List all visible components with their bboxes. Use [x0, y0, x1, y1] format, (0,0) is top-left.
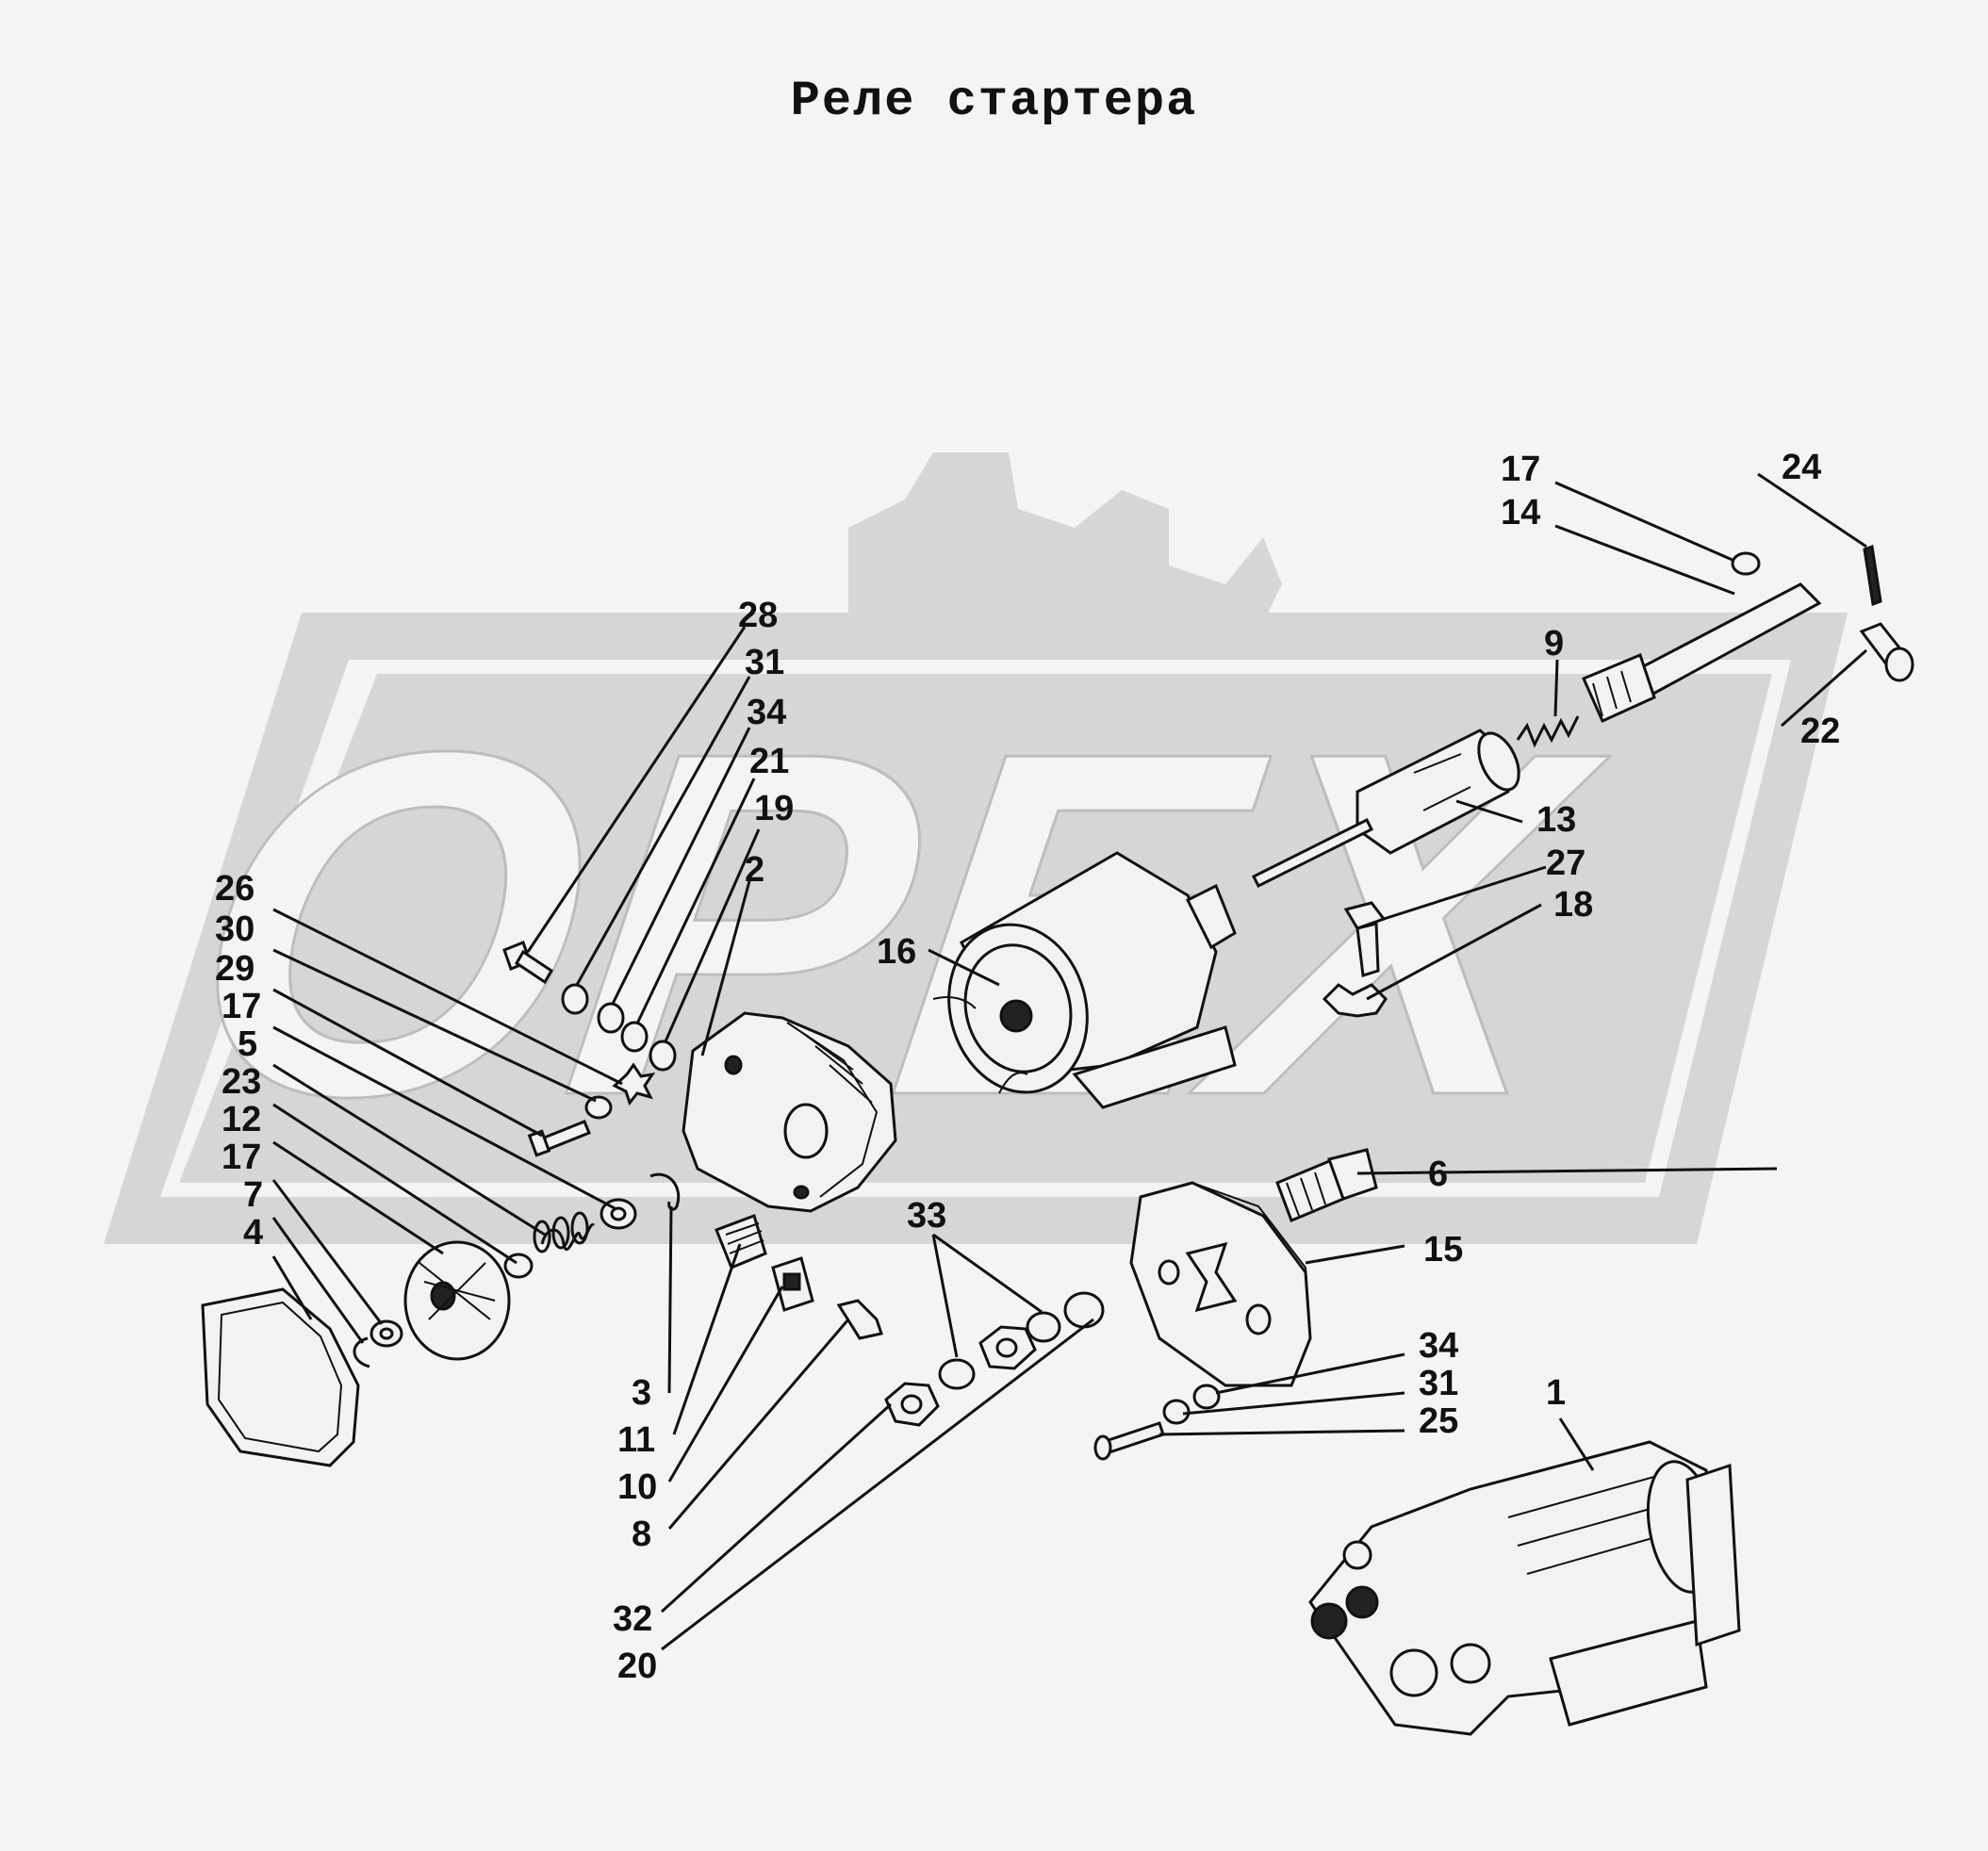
leader-lines	[271, 472, 1867, 1651]
washer-part-34a	[597, 1002, 625, 1034]
bolt-part-27	[1343, 901, 1387, 977]
rod-part-14	[1582, 582, 1822, 723]
callout-28: 28	[738, 596, 778, 635]
ring-part-3	[649, 1172, 681, 1211]
callout-27: 27	[1546, 844, 1585, 883]
pin-part-8	[836, 1299, 883, 1340]
clip-part-7	[353, 1336, 370, 1368]
housing-part-2	[682, 1011, 897, 1213]
washer-part-20	[1063, 1291, 1105, 1329]
callout-21: 21	[749, 742, 789, 781]
washer-part-33b	[1026, 1311, 1061, 1343]
spring-part-5	[533, 1211, 596, 1253]
callout-9: 9	[1544, 624, 1564, 663]
callout-3: 3	[632, 1373, 651, 1413]
nut-part-32	[884, 1382, 940, 1427]
page-title: Реле стартера	[790, 74, 1198, 129]
axle-part-22	[1859, 622, 1914, 682]
pin-part-24	[1863, 544, 1882, 607]
callout-25: 25	[1419, 1401, 1458, 1441]
callout-13: 13	[1536, 800, 1576, 840]
callout-11: 11	[617, 1420, 655, 1460]
callout-30: 30	[215, 909, 255, 949]
callout-15: 15	[1423, 1230, 1463, 1269]
bolt-part-29	[527, 1120, 591, 1157]
callout-14: 14	[1501, 493, 1540, 532]
plate-part-11	[715, 1214, 767, 1269]
callout-22: 22	[1800, 712, 1840, 751]
callout-20: 20	[617, 1646, 657, 1686]
washer-part-17	[370, 1319, 403, 1348]
gasket-part-4	[201, 1287, 360, 1467]
coil-part-16	[932, 851, 1237, 1109]
callout-1: 1	[1546, 1373, 1566, 1413]
callout-34-b: 34	[1419, 1326, 1458, 1366]
callout-26: 26	[215, 869, 255, 909]
plunger-part-13	[1251, 729, 1520, 889]
nut-part-32b	[978, 1325, 1037, 1370]
cover-part-15	[1129, 1181, 1312, 1387]
callout-10: 10	[617, 1467, 657, 1507]
callout-12: 12	[222, 1100, 261, 1139]
callout-17: 17	[222, 987, 261, 1026]
star-washer-part-18	[1322, 983, 1388, 1018]
spring-part-9	[1516, 715, 1580, 748]
callout-8: 8	[632, 1515, 651, 1554]
disc-part-12	[403, 1240, 511, 1361]
callout-31: 31	[745, 643, 784, 682]
callout-16: 16	[877, 932, 916, 972]
washer-part-17c	[1731, 551, 1761, 576]
washer-part-31b	[1162, 1399, 1191, 1425]
callout-33: 33	[907, 1196, 946, 1236]
washer-part-21	[620, 1021, 649, 1053]
washer-part-33a	[938, 1358, 976, 1390]
callout-5: 5	[238, 1024, 257, 1064]
gear-icon	[848, 452, 1282, 641]
relay-assembly-part-1	[1308, 1440, 1741, 1736]
callout-4: 4	[243, 1213, 263, 1253]
washer-part-34b	[1192, 1384, 1221, 1410]
bolt-part-6	[1275, 1148, 1378, 1222]
callout-2: 2	[745, 850, 764, 890]
callout-7: 7	[243, 1175, 263, 1215]
callout-17-b: 17	[222, 1138, 261, 1177]
callout-6: 6	[1428, 1155, 1448, 1194]
bolt-part-28	[502, 941, 554, 985]
callout-34: 34	[747, 693, 786, 732]
callout-29: 29	[215, 949, 255, 989]
callout-19: 19	[754, 789, 794, 828]
callout-labels: 28 31 34 21 19 2 26 30 29 17 5 23 12 17 …	[215, 448, 1840, 1686]
callout-32: 32	[613, 1599, 652, 1639]
callout-18: 18	[1553, 885, 1593, 925]
callout-24: 24	[1782, 448, 1821, 487]
washer-part-19	[649, 1040, 677, 1072]
washer-part-31a	[561, 983, 589, 1015]
washer-part-30	[584, 1095, 613, 1120]
callout-23: 23	[222, 1062, 261, 1102]
callout-17-c: 17	[1501, 450, 1540, 489]
screw-part-25	[1093, 1421, 1165, 1461]
callout-31-b: 31	[1419, 1364, 1458, 1403]
star-washer-part-26	[612, 1062, 656, 1106]
block-part-10	[771, 1256, 814, 1312]
